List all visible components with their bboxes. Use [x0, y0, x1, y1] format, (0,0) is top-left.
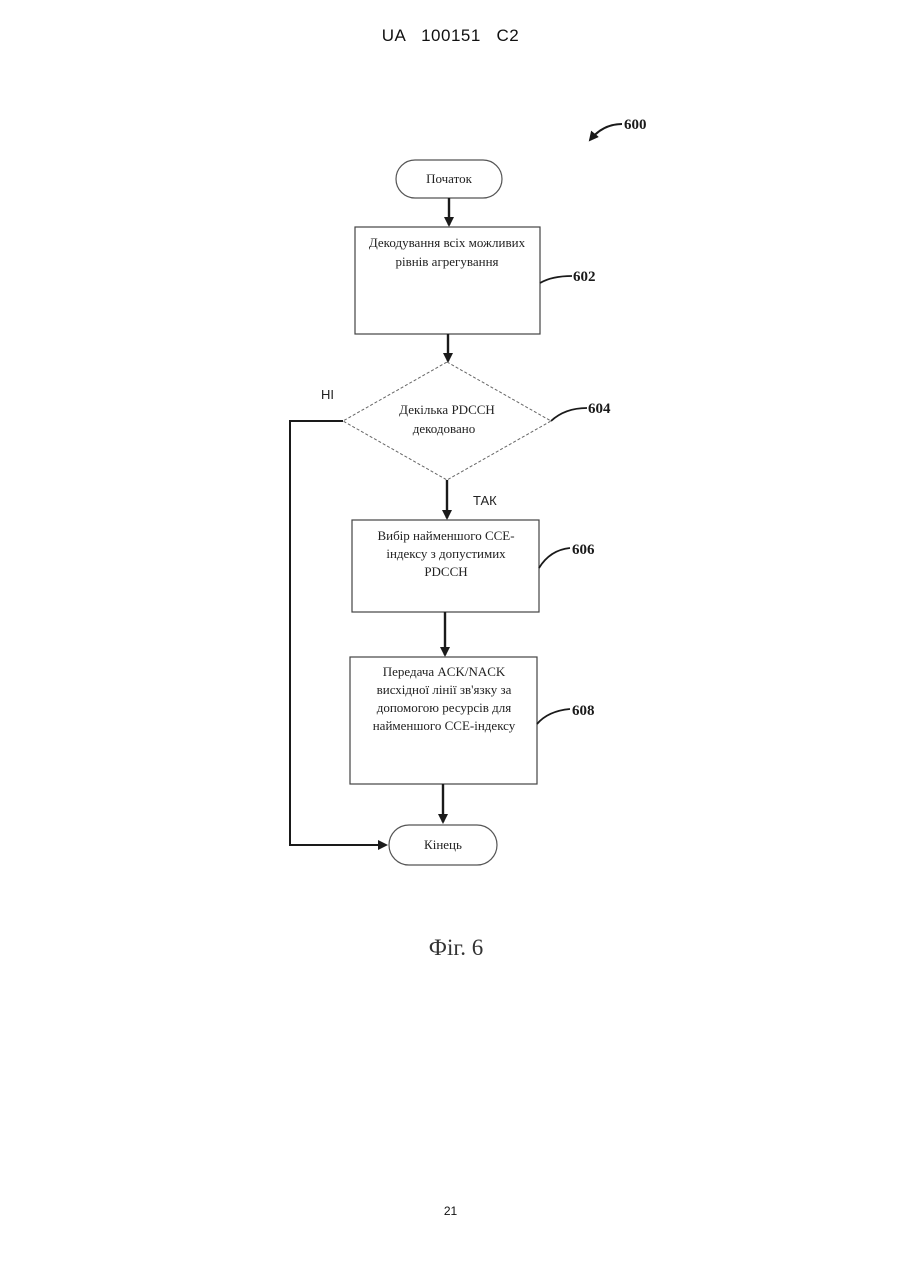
ref-606-label: 606: [572, 542, 595, 558]
ref-604-label: 604: [588, 401, 611, 417]
branch-yes-label: ТАК: [473, 493, 497, 508]
start-terminal: Початок: [396, 160, 502, 198]
ref-608-label: 608: [572, 703, 595, 719]
page-number: 21: [0, 1204, 901, 1218]
ref-602-label: 602: [573, 269, 596, 285]
end-label: Кінець: [424, 837, 462, 852]
select-line-3: PDCCH: [424, 564, 467, 579]
decision-line-1: Декілька PDCCH: [399, 402, 495, 417]
decode-line-1: Декодування всіх можливих: [369, 235, 526, 250]
ref-608: 608: [537, 703, 595, 724]
end-terminal: Кінець: [389, 825, 497, 865]
ref-602: 602: [540, 269, 596, 285]
select-line-1: Вибір найменшого ССЕ-: [377, 528, 514, 543]
transmit-box: Передача ACK/NACK висхідної лінії зв'язк…: [350, 657, 537, 784]
decision-diamond: Декілька PDCCH декодовано: [343, 362, 551, 480]
figure-caption: Фіг. 6: [429, 935, 483, 960]
start-label: Початок: [426, 171, 473, 186]
select-box: Вибір найменшого ССЕ- індексу з допустим…: [352, 520, 539, 612]
ref-604: 604: [551, 401, 611, 421]
decode-line-2: рівнів агрегування: [395, 254, 498, 269]
transmit-line-4: найменшого ССЕ-індексу: [373, 718, 516, 733]
decision-line-2: декодовано: [413, 421, 475, 436]
decode-box: Декодування всіх можливих рівнів агрегув…: [355, 227, 540, 334]
select-line-2: індексу з допустимих: [386, 546, 506, 561]
transmit-line-1: Передача ACK/NACK: [383, 664, 506, 679]
transmit-line-3: допомогою ресурсів для: [377, 700, 512, 715]
figure-ref-600-label: 600: [624, 117, 647, 133]
figure-ref-600: 600: [590, 117, 647, 140]
transmit-line-2: висхідної лінії зв'язку за: [377, 682, 512, 697]
ref-606: 606: [539, 542, 595, 568]
branch-no-label: НІ: [321, 387, 334, 402]
